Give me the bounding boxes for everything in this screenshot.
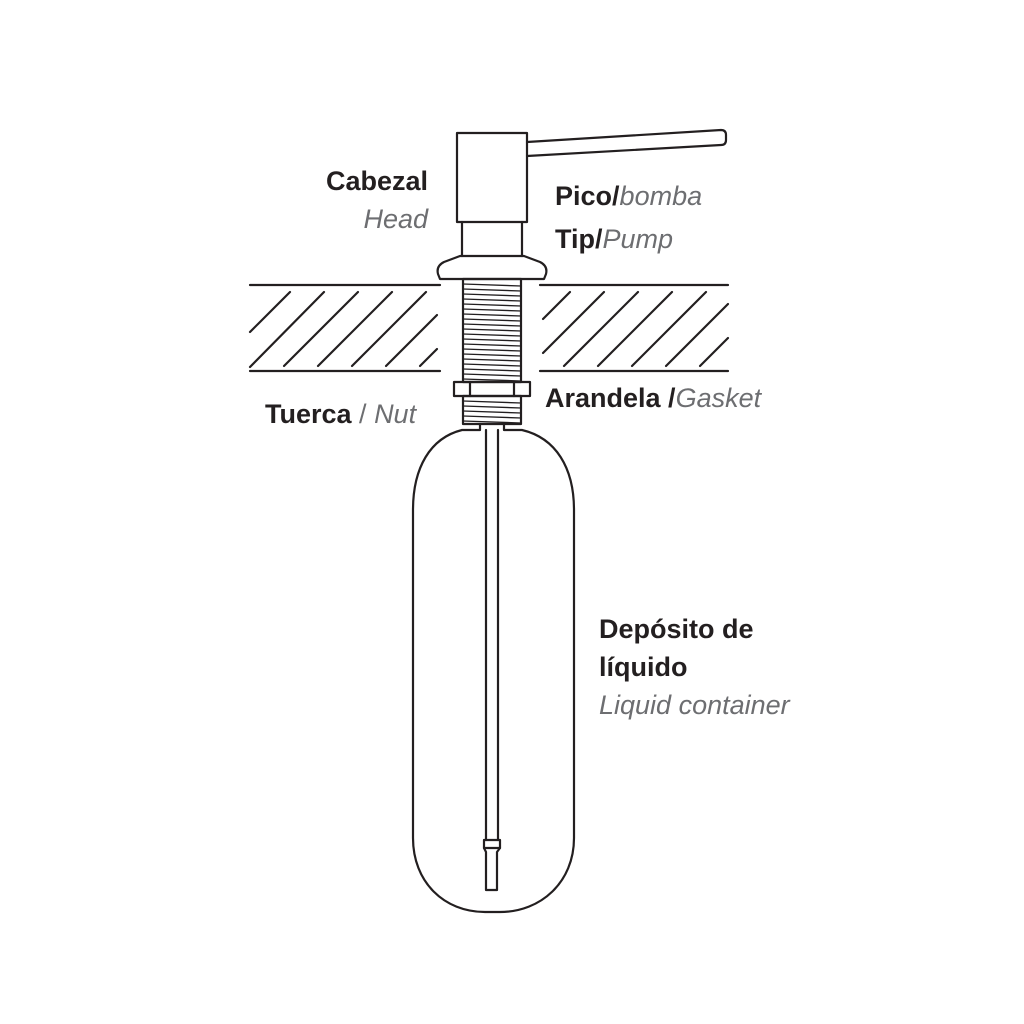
label-tip-en: bomba <box>619 181 703 211</box>
label-gasket: Arandela /Gasket <box>545 379 761 417</box>
threaded-shank <box>461 277 523 384</box>
spout-tube <box>525 128 728 158</box>
nut-threads <box>462 400 522 424</box>
dip-tube-tip <box>482 838 502 892</box>
label-tip: Pico/bomba <box>555 177 702 215</box>
label-tip-es: Pico <box>555 181 613 211</box>
bottle-outline <box>411 422 576 914</box>
label-container-es-line2: líquido <box>599 652 688 682</box>
label-nut: Tuerca / Nut <box>265 395 416 433</box>
head-body <box>455 131 529 224</box>
label-gasket-sep: / <box>668 383 676 413</box>
pump-head <box>436 131 548 281</box>
countertop-hatching-right <box>541 290 730 368</box>
dip-tube <box>482 428 502 892</box>
label-nut-sep: / <box>359 399 375 429</box>
gasket-outline <box>452 380 532 398</box>
label-container-en: Liquid container <box>599 690 790 720</box>
nut <box>461 394 523 426</box>
label-pump-es: Tip <box>555 224 595 254</box>
label-pump-en: Pump <box>602 224 674 254</box>
label-tip-sep: / <box>612 181 620 211</box>
label-gasket-en: Gasket <box>675 383 762 413</box>
label-gasket-es: Arandela <box>545 383 669 413</box>
label-container: Depósito de líquido Liquid container <box>599 610 790 724</box>
label-pump-sep: / <box>595 224 603 254</box>
countertop-hatching-left <box>248 290 439 369</box>
label-head-es: Cabezal <box>325 166 428 196</box>
label-container-es-line1: Depósito de <box>599 614 754 644</box>
label-nut-en: Nut <box>374 399 417 429</box>
liquid-container <box>411 422 576 914</box>
label-pump: Tip/Pump <box>555 220 673 258</box>
label-head-en: Head <box>363 204 428 234</box>
shank-threads <box>462 283 522 382</box>
head-flange <box>436 254 548 281</box>
head-neck <box>460 220 524 258</box>
countertop <box>248 283 730 373</box>
gasket <box>452 380 532 398</box>
nut-outline <box>461 394 523 426</box>
spout <box>525 128 728 158</box>
label-head: Cabezal Head <box>300 162 428 238</box>
label-nut-es: Tuerca <box>265 399 360 429</box>
